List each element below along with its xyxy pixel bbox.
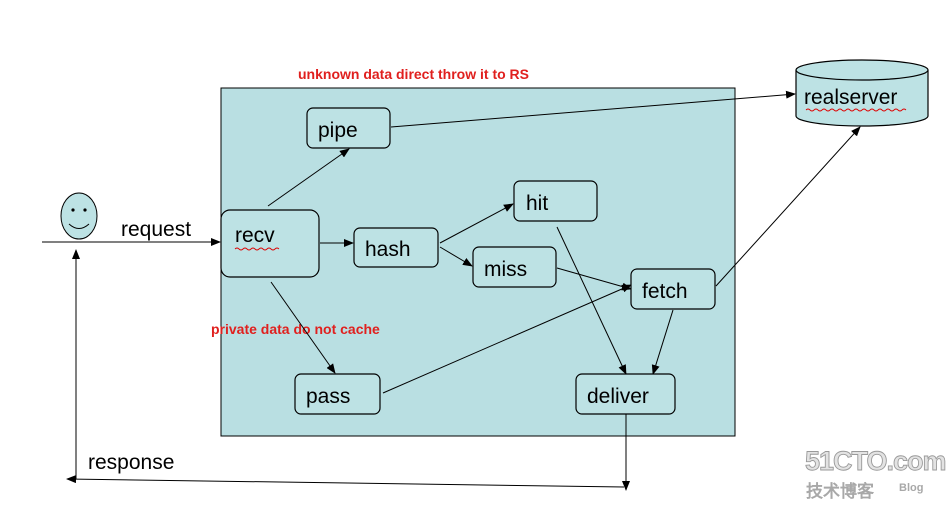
edge-pipe-realserver <box>390 90 796 128</box>
node-pipe: pipe <box>306 107 391 149</box>
response-label: response <box>88 451 174 474</box>
edge-recv-pipe <box>267 148 350 207</box>
edge-miss-fetch <box>556 267 632 291</box>
edge-hash-hit <box>439 203 514 244</box>
pass-note: private data do not cache <box>211 321 380 337</box>
watermark-cn: 技术博客 <box>806 481 875 501</box>
edge-hit-deliver <box>556 226 627 375</box>
node-hash-label: hash <box>365 238 411 261</box>
node-deliver-label: deliver <box>587 385 649 408</box>
edge-hash-miss <box>439 246 473 267</box>
pipe-note: unknown data direct throw it to RS <box>298 66 529 82</box>
node-miss: miss <box>472 246 557 288</box>
node-pass: pass <box>294 373 381 415</box>
node-pipe-label: pipe <box>318 119 358 142</box>
node-hash: hash <box>353 227 439 268</box>
node-pass-label: pass <box>306 385 350 408</box>
watermark-site: 51CTO.com <box>805 446 946 476</box>
watermark-blog: Blog <box>899 482 923 494</box>
realserver-label: realserver <box>804 86 897 109</box>
request-label: request <box>121 218 191 241</box>
smiley-face-icon <box>60 192 98 240</box>
edge-fetch-deliver <box>651 309 674 375</box>
edge-recv-pass <box>270 281 336 374</box>
watermark-logo: 51CTO.com 技术博客 Blog <box>805 446 947 501</box>
node-recv-label: recv <box>235 224 275 247</box>
edge-pass-fetch <box>382 284 632 394</box>
node-fetch: fetch <box>630 268 716 310</box>
edges <box>42 90 861 491</box>
edge-response <box>66 475 625 488</box>
node-deliver: deliver <box>575 373 676 415</box>
node-fetch-label: fetch <box>642 280 688 303</box>
database-cylinder-icon: realserver <box>795 59 929 127</box>
edge-fetch-realserver <box>715 126 861 287</box>
node-hit: hit <box>513 180 598 222</box>
node-miss-label: miss <box>484 258 527 281</box>
node-hit-label: hit <box>526 192 548 215</box>
node-recv: recv <box>220 209 320 278</box>
